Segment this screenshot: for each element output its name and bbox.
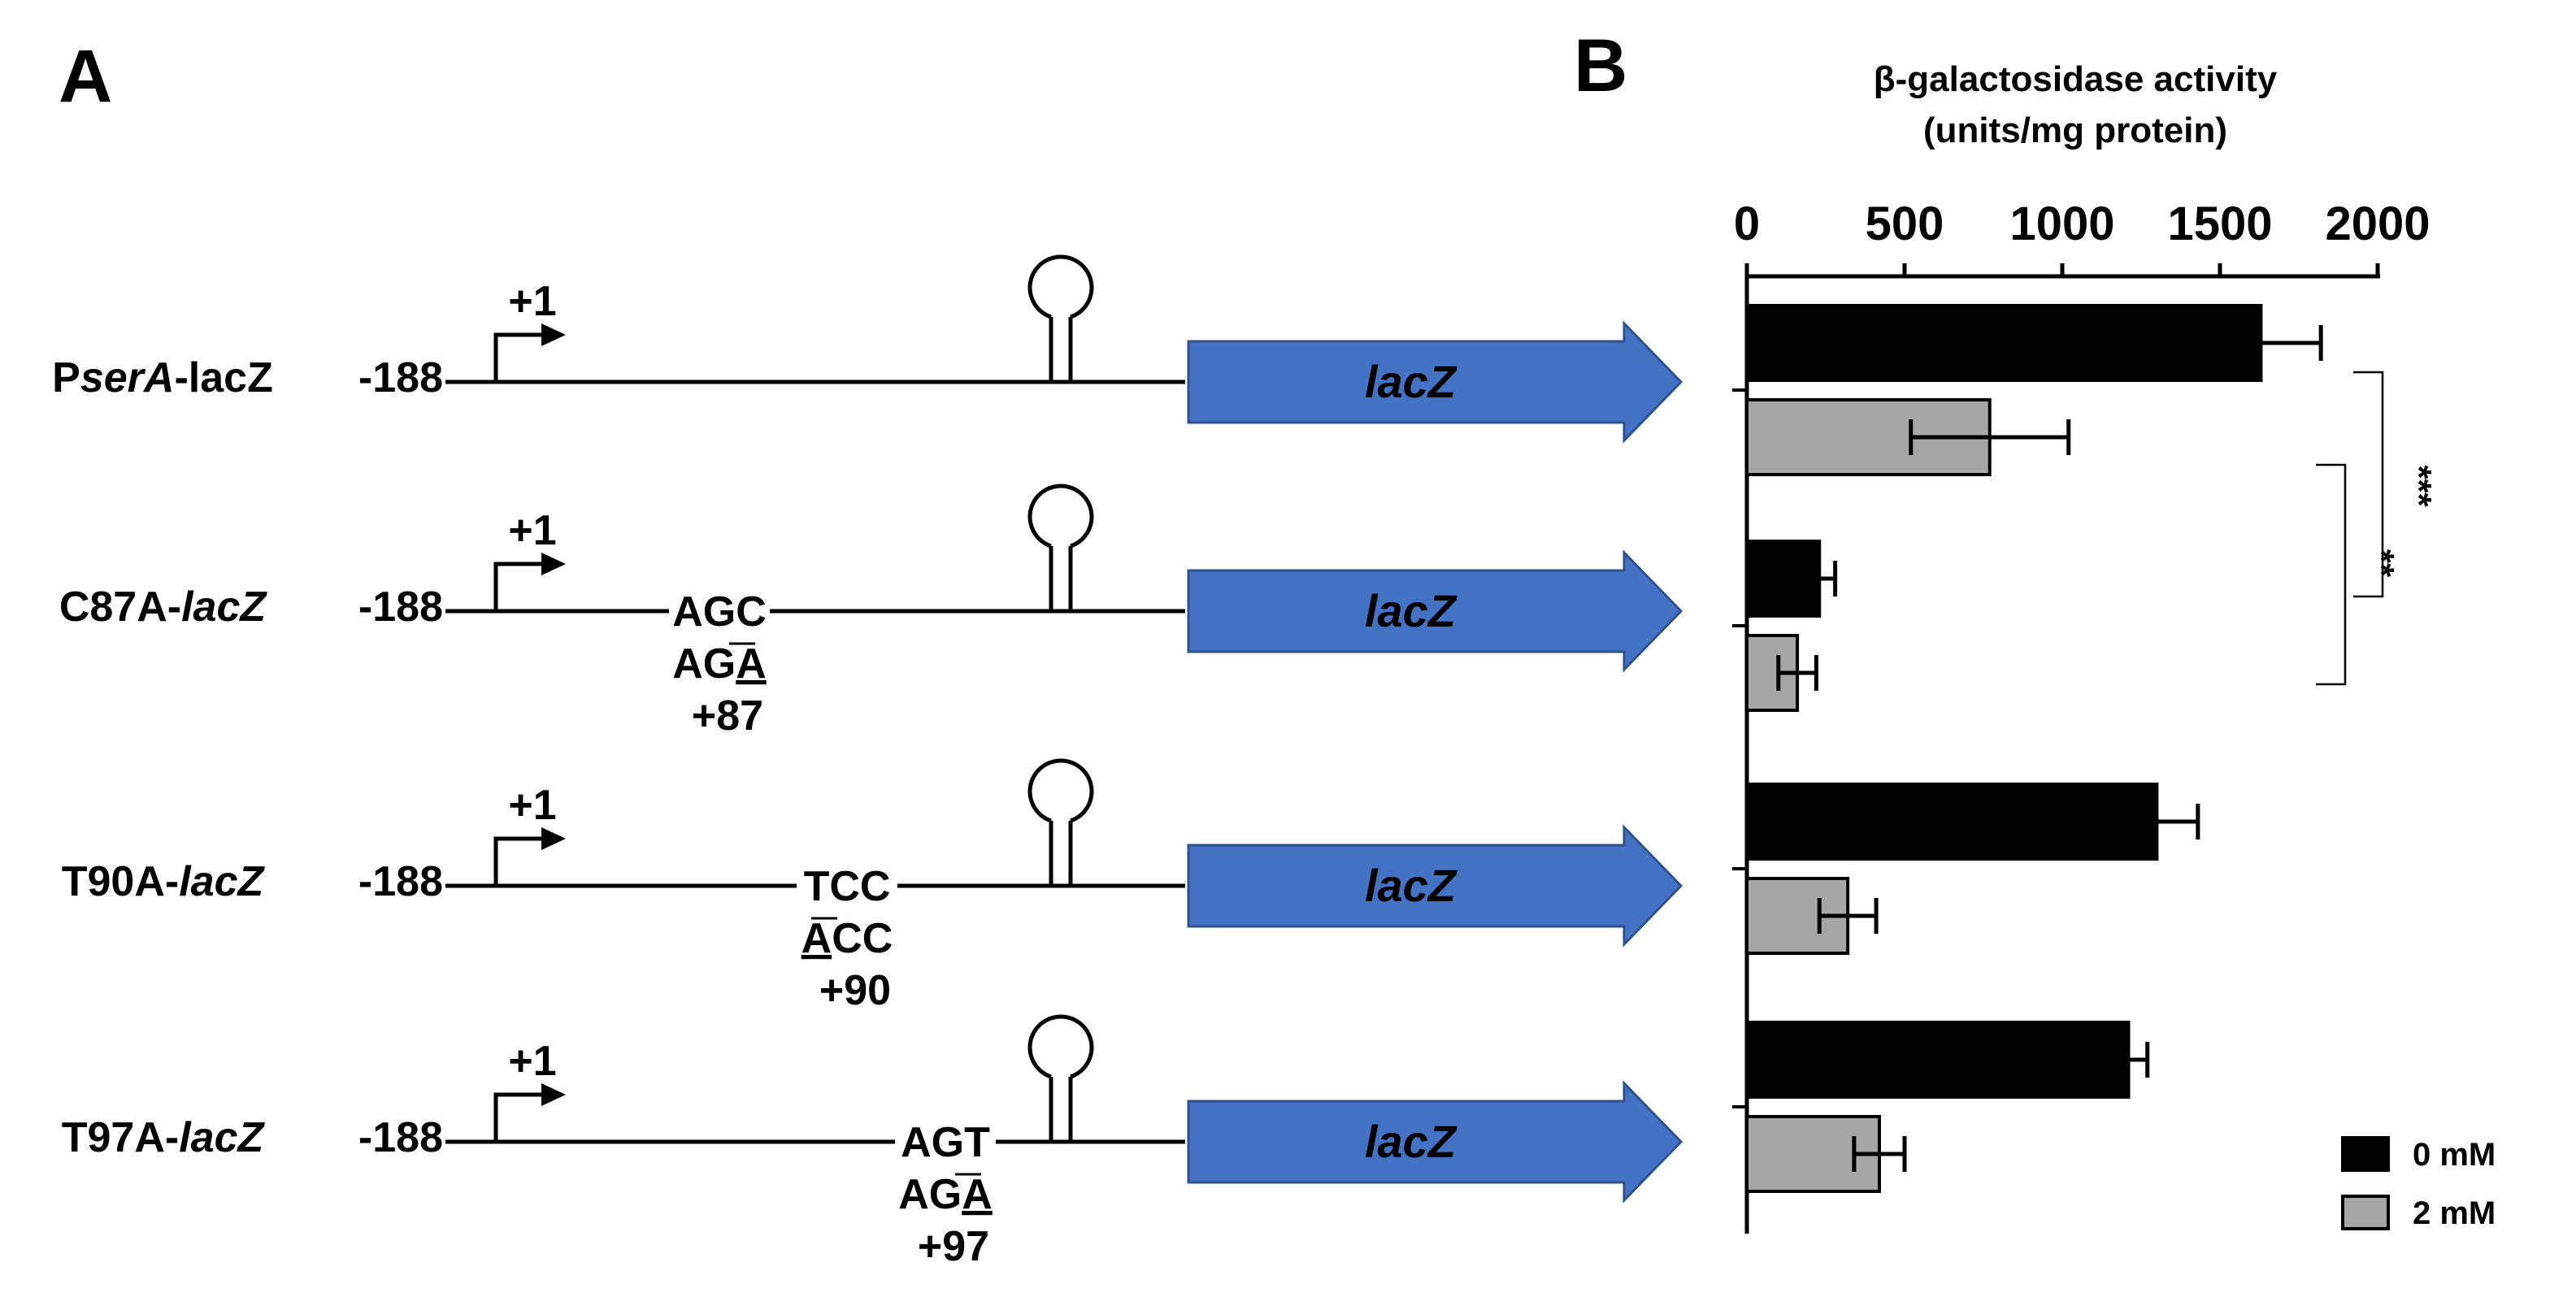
legend-swatch [2341, 1195, 2390, 1230]
construct-name-part: serA [80, 354, 175, 401]
lacz-gene-label: lacZ [1365, 585, 1457, 636]
start-position-label: -188 [358, 583, 443, 631]
bar-0mM [1745, 783, 2159, 861]
x-tick-label: 500 [1866, 197, 1944, 250]
hairpin-loop [1027, 758, 1094, 823]
panel-b-letter: B [1574, 24, 1627, 107]
panel-a-construct-diagrams: A PserA-lacZ-188+1lacZC87A-lacZ-188+1lac… [52, 35, 1683, 1270]
start-position-label: -188 [358, 858, 443, 905]
x-tick-label: 2000 [2325, 197, 2430, 250]
construct-row: T90A-lacZ -188 +1 lacZ TCC ACC +90 [62, 758, 1683, 1014]
mutant-codon-part: CC [832, 915, 893, 962]
construct-row: T97A-lacZ -188 +1 lacZ AGT AGA +97 [62, 1014, 1683, 1270]
lacz-gene-arrow [1187, 1080, 1683, 1204]
construct-name-part: T90A- [62, 858, 179, 905]
start-position-label: -188 [358, 354, 443, 401]
tss-label: +1 [508, 782, 556, 829]
construct-row: C87A-lacZ -188 +1 lacZ AGC AGA+87 [59, 484, 1683, 740]
tss-bent-arrow [493, 562, 543, 611]
tss-arrowhead [541, 827, 566, 850]
construct-name-part: -lacZ [174, 354, 272, 401]
hairpin-loop [1027, 254, 1094, 319]
tss-bent-arrow [493, 836, 543, 886]
mutant-codon-mutated-base: A [736, 640, 767, 688]
construct-name-part: lacZ [179, 1114, 265, 1161]
mutant-codon-mutated-base: A [962, 1171, 993, 1218]
legend-label: 0 mM [2413, 1137, 2496, 1173]
construct-name-part: C87A- [59, 583, 181, 631]
tss-bent-arrow [493, 332, 543, 382]
panel-b-bar-chart: B β-galactosidase activity (units/mg pro… [1574, 24, 2496, 1234]
lacz-gene-label: lacZ [1365, 1116, 1457, 1167]
bar-0mM [1745, 1021, 2131, 1099]
lacz-gene-arrow [1187, 824, 1683, 948]
construct-name: T97A-lacZ [62, 1114, 266, 1161]
tss-label: +1 [508, 507, 556, 554]
significance-label: *** [2399, 465, 2439, 507]
legend-swatch [2341, 1136, 2390, 1172]
significance-label: ** [2361, 549, 2401, 578]
bar-0mM [1745, 304, 2263, 382]
x-tick-label: 1000 [2009, 197, 2114, 250]
x-tick-label: 1500 [2167, 197, 2272, 250]
lacz-gene-label: lacZ [1365, 356, 1457, 407]
construct-name-part: lacZ [181, 583, 267, 631]
mutant-codon: AGA [672, 640, 767, 688]
mutant-codon-part: AG [672, 640, 736, 688]
construct-name: C87A-lacZ [59, 583, 268, 631]
construct-name-part: P [52, 354, 80, 401]
mutant-codon-mutated-base: A [801, 915, 832, 962]
wildtype-codon: AGT [901, 1119, 990, 1166]
mutant-codon: AGA [898, 1171, 993, 1218]
lacz-gene-label: lacZ [1365, 860, 1457, 911]
construct-name: T90A-lacZ [62, 858, 266, 905]
tss-arrowhead [541, 323, 566, 346]
lacz-gene-arrow [1187, 320, 1683, 444]
tss-arrowhead [541, 553, 566, 575]
mutant-codon: ACC [801, 915, 893, 962]
mutation-position-label: +90 [819, 967, 891, 1014]
x-tick-label: 0 [1734, 197, 1760, 250]
tss-label: +1 [508, 278, 556, 325]
wildtype-codon: TCC [804, 863, 891, 910]
construct-name-part: lacZ [179, 858, 265, 905]
mutant-codon-part: AG [898, 1171, 962, 1218]
tss-arrowhead [541, 1083, 566, 1106]
x-axis-title-line1: β-galactosidase activity [1874, 59, 2278, 99]
tss-label: +1 [508, 1038, 556, 1085]
construct-row: PserA-lacZ -188 +1 lacZ [52, 254, 1683, 444]
hairpin-loop [1027, 484, 1094, 549]
x-axis-title-line2: (units/mg protein) [1923, 111, 2227, 150]
hairpin-loop [1027, 1014, 1094, 1079]
mutation-position-label: +87 [692, 692, 763, 740]
lacz-gene-arrow [1187, 549, 1683, 673]
construct-name-part: T97A- [62, 1114, 179, 1161]
significance-bracket [2353, 371, 2384, 598]
significance-bracket [2316, 463, 2347, 686]
construct-name: PserA-lacZ [52, 354, 273, 401]
panel-a-letter: A [59, 35, 112, 118]
legend-label: 2 mM [2413, 1195, 2496, 1231]
wildtype-codon: AGC [672, 588, 767, 635]
tss-bent-arrow [493, 1092, 543, 1142]
mutation-position-label: +97 [918, 1223, 989, 1270]
start-position-label: -188 [358, 1114, 443, 1161]
